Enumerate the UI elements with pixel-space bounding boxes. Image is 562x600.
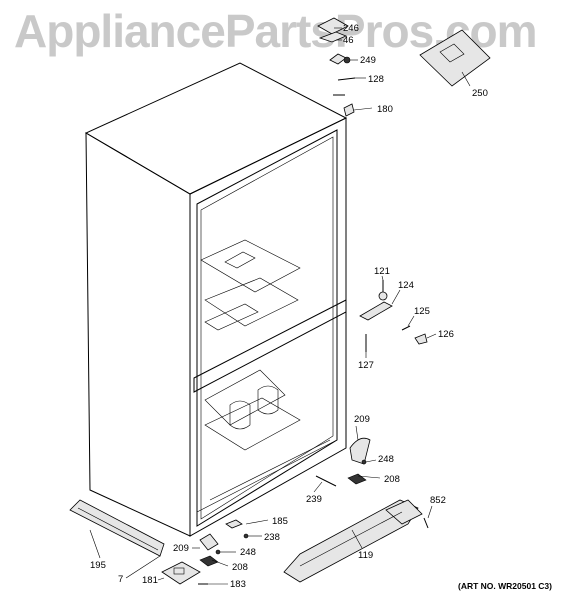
callout-7: 7 <box>118 574 123 585</box>
lower-right-hinge <box>315 437 371 487</box>
callout-246: 246 <box>343 23 359 34</box>
refrigerator-cabinet <box>84 62 348 537</box>
callout-121: 121 <box>374 266 390 277</box>
callout-124: 124 <box>398 280 414 291</box>
callout-128: 128 <box>368 74 384 85</box>
callout-250: 250 <box>472 88 488 99</box>
callout-208-left: 208 <box>232 562 248 573</box>
callout-852: 852 <box>430 495 446 506</box>
callout-127: 127 <box>358 360 374 371</box>
lower-left-hinge <box>161 519 249 585</box>
callout-183: 183 <box>230 579 246 590</box>
callout-180: 180 <box>377 104 393 115</box>
top-hinge-assembly <box>317 17 356 96</box>
callout-249: 249 <box>360 55 376 66</box>
callout-125: 125 <box>414 306 430 317</box>
screw-852 <box>423 517 429 529</box>
callout-46: 46 <box>343 35 354 46</box>
callout-126: 126 <box>438 329 454 340</box>
callout-209-left: 209 <box>173 543 189 554</box>
callout-labels: 246 46 249 128 250 180 121 124 125 126 1… <box>90 23 488 590</box>
side-trim-195 <box>69 499 165 557</box>
callout-208-right: 208 <box>384 474 400 485</box>
callout-181: 181 <box>142 575 158 586</box>
trim-180 <box>343 103 355 117</box>
leader-lines <box>89 27 471 585</box>
center-hinge-assembly <box>359 280 428 352</box>
hinge-cover-250 <box>419 29 491 87</box>
callout-238: 238 <box>264 532 280 543</box>
callout-185: 185 <box>272 516 288 527</box>
front-grille-119 <box>283 499 423 583</box>
callout-195: 195 <box>90 560 106 571</box>
callout-209-right: 209 <box>354 414 370 425</box>
callout-239: 239 <box>306 494 322 505</box>
callout-248-left: 248 <box>240 547 256 558</box>
callout-248-right: 248 <box>378 454 394 465</box>
callout-119: 119 <box>358 550 373 561</box>
art-number: (ART NO. WR20501 C3) <box>458 581 552 591</box>
